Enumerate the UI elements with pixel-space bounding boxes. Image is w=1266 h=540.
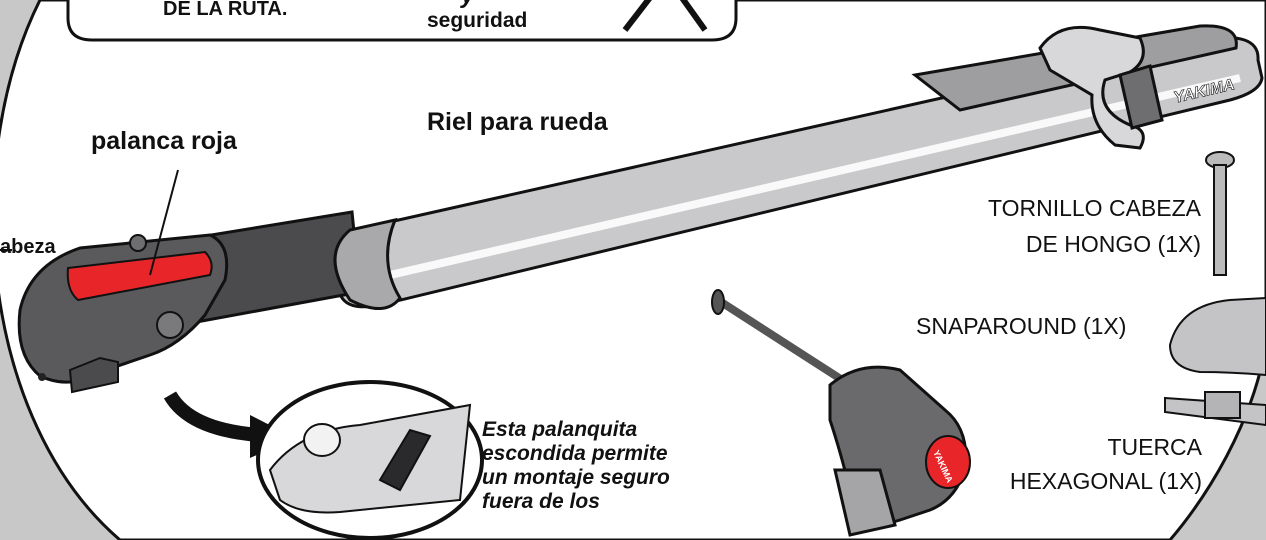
callout-center-text: seguridad [427, 9, 528, 32]
inset-lever-window [378, 428, 432, 492]
note-line: un montaje seguro [482, 466, 670, 489]
snaparound-label: SNAPAROUND (1X) [916, 313, 1127, 339]
callout-left-text: DE LA RUTA. [163, 0, 288, 20]
note-line: fuera de los [482, 490, 600, 513]
snaparound-body [1168, 296, 1266, 377]
red-lever [66, 250, 213, 302]
hex-nut-label: TUERCA HEXAGONAL (1X) [1010, 430, 1202, 498]
hex-nut-label-line: HEXAGONAL (1X) [1009, 468, 1202, 494]
mushroom-bolt [1205, 151, 1235, 276]
hex-nut-part [1164, 391, 1266, 427]
detail-inset [256, 380, 484, 540]
fork-jaw [833, 468, 897, 537]
red-lever-label: palanca roja [91, 127, 237, 155]
bolt-label-line: TORNILLO CABEZA [987, 195, 1201, 221]
inset-part [268, 403, 472, 514]
snaparound-part [1168, 296, 1266, 377]
fork-mount [711, 289, 971, 537]
wheel-rail-assembly [17, 24, 1264, 394]
note-line: escondida permite [482, 442, 668, 465]
callout-box [66, 0, 738, 42]
lever-pin [129, 234, 147, 252]
skewer-rod [715, 296, 853, 389]
bolt-label: TORNILLO CABEZA DE HONGO (1X) [988, 190, 1201, 262]
curved-arrow [163, 391, 261, 442]
note-line: Esta palanquita [482, 418, 638, 441]
clamp-knob [68, 356, 119, 394]
wheel-cradle [1038, 25, 1145, 150]
callout-center-partial: y [461, 0, 474, 10]
hex-nut-label-line: TUERCA [1107, 434, 1202, 460]
red-lever-leader [149, 169, 179, 276]
strap-buckle [1118, 64, 1164, 130]
rail-tube [336, 36, 1264, 309]
hidden-lever-note: Esta palanquita escondida permite un mon… [482, 418, 670, 514]
head-screw [38, 373, 46, 381]
bolt-shaft [1213, 164, 1227, 276]
wheel-rail-label: Riel para rueda [427, 108, 608, 136]
head-knob [156, 311, 184, 339]
inset-hidden-lever [303, 423, 341, 457]
skewer-end [711, 289, 725, 315]
rail-end-cap [333, 217, 402, 310]
nut-hub [1204, 391, 1241, 419]
bolt-label-line: DE HONGO (1X) [1025, 231, 1201, 257]
head-label-partial: abeza [0, 236, 56, 258]
warning-symbol [622, 0, 708, 32]
fork-logo-badge [925, 435, 971, 489]
